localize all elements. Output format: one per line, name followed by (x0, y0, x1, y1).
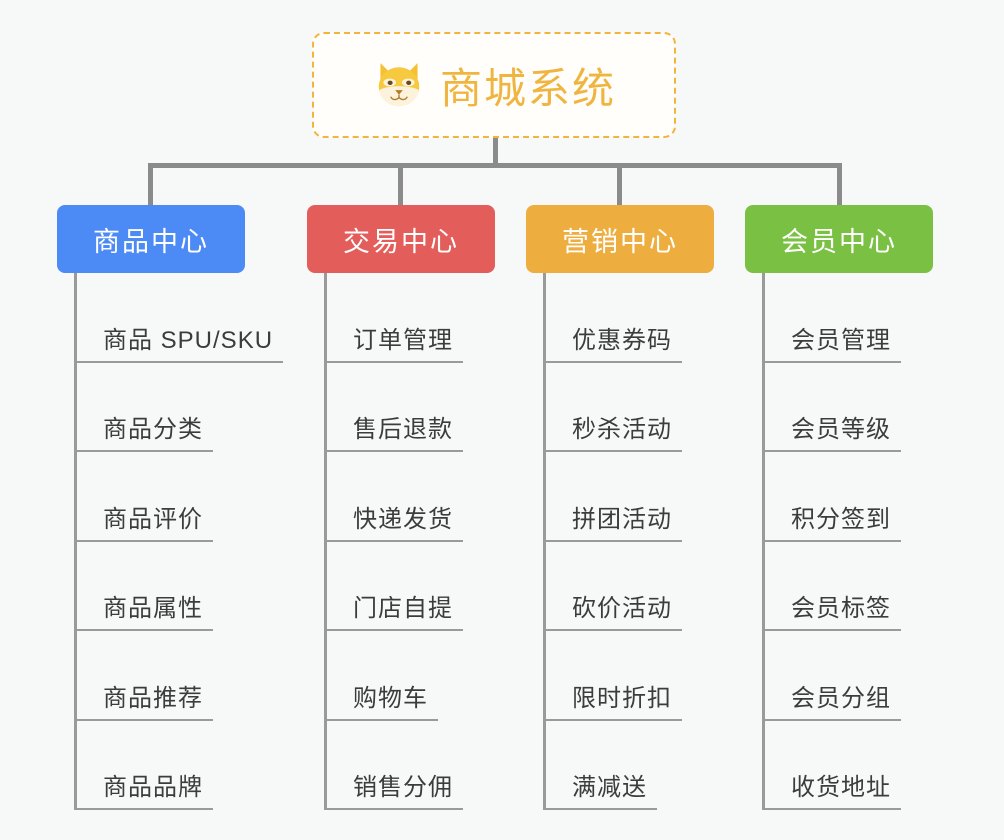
list-item[interactable]: 会员分组 (765, 631, 933, 721)
connector-drop-1 (398, 163, 403, 207)
column-items-marketing-center: 优惠券码 秒杀活动 拼团活动 砍价活动 限时折扣 满减送 (543, 273, 714, 810)
column-product-center: 商品中心 商品 SPU/SKU 商品分类 商品评价 商品属性 商品推荐 商品品牌 (57, 205, 284, 810)
connector-bus (148, 163, 842, 168)
list-item-label: 秒杀活动 (572, 416, 672, 443)
list-item-label: 销售分佣 (353, 774, 453, 801)
list-item[interactable]: 门店自提 (327, 542, 495, 631)
connector-drop-2 (617, 163, 622, 207)
list-item[interactable]: 购物车 (327, 631, 495, 721)
list-item[interactable]: 秒杀活动 (546, 363, 714, 452)
column-items-member-center: 会员管理 会员等级 积分签到 会员标签 会员分组 收货地址 (762, 273, 933, 810)
list-item[interactable]: 商品属性 (77, 542, 245, 631)
list-item-label: 商品分类 (103, 416, 203, 443)
connector-drop-0 (148, 163, 153, 207)
list-item[interactable]: 收货地址 (765, 721, 933, 810)
list-item-label: 商品推荐 (103, 684, 203, 712)
list-item[interactable]: 限时折扣 (546, 631, 714, 721)
list-item-label: 砍价活动 (572, 595, 672, 622)
list-item[interactable]: 商品评价 (77, 452, 245, 542)
list-item[interactable]: 会员标签 (765, 542, 933, 631)
shiba-inu-dog-face-icon (372, 58, 426, 112)
list-item-label: 商品 SPU/SKU (103, 326, 274, 354)
connector-stem (493, 138, 498, 165)
list-item[interactable]: 商品品牌 (77, 721, 245, 810)
list-item[interactable]: 砍价活动 (546, 542, 714, 631)
list-item-label: 会员等级 (791, 416, 891, 443)
connector-drop-3 (837, 163, 842, 207)
root-node-mall-system[interactable]: 商城系统 (312, 32, 676, 138)
column-member-center: 会员中心 会员管理 会员等级 积分签到 会员标签 会员分组 收货地址 (745, 205, 933, 810)
list-item-label: 购物车 (353, 684, 428, 712)
list-item-label: 满减送 (572, 774, 647, 801)
list-item[interactable]: 商品 SPU/SKU (77, 273, 284, 363)
list-item[interactable]: 订单管理 (327, 273, 495, 363)
list-item-label: 门店自提 (353, 595, 453, 622)
list-item-label: 拼团活动 (572, 505, 672, 533)
list-item[interactable]: 快递发货 (327, 452, 495, 542)
list-item-label: 售后退款 (353, 416, 453, 443)
column-items-product-center: 商品 SPU/SKU 商品分类 商品评价 商品属性 商品推荐 商品品牌 (74, 273, 284, 810)
column-items-trade-center: 订单管理 售后退款 快递发货 门店自提 购物车 销售分佣 (324, 273, 495, 810)
list-item-label: 优惠券码 (572, 326, 672, 354)
column-trade-center: 交易中心 订单管理 售后退款 快递发货 门店自提 购物车 销售分佣 (307, 205, 495, 810)
list-item[interactable]: 拼团活动 (546, 452, 714, 542)
list-item-label: 会员管理 (791, 326, 891, 354)
column-header-member-center[interactable]: 会员中心 (745, 205, 933, 273)
list-item-label: 会员分组 (791, 684, 891, 712)
list-item[interactable]: 积分签到 (765, 452, 933, 542)
list-item-label: 订单管理 (353, 326, 453, 354)
list-item[interactable]: 商品分类 (77, 363, 245, 452)
list-item[interactable]: 会员管理 (765, 273, 933, 363)
list-item-label: 限时折扣 (572, 684, 672, 712)
column-marketing-center: 营销中心 优惠券码 秒杀活动 拼团活动 砍价活动 限时折扣 满减送 (526, 205, 714, 810)
list-item[interactable]: 销售分佣 (327, 721, 495, 810)
list-item[interactable]: 售后退款 (327, 363, 495, 452)
list-item[interactable]: 商品推荐 (77, 631, 245, 721)
list-item[interactable]: 满减送 (546, 721, 714, 810)
root-title: 商城系统 (439, 64, 616, 112)
column-header-trade-center[interactable]: 交易中心 (307, 205, 495, 273)
column-header-product-center[interactable]: 商品中心 (57, 205, 245, 273)
list-item[interactable]: 会员等级 (765, 363, 933, 452)
list-item-label: 商品品牌 (103, 774, 203, 801)
list-item-label: 商品属性 (103, 595, 203, 622)
list-item-label: 商品评价 (103, 505, 203, 533)
list-item[interactable]: 优惠券码 (546, 273, 714, 363)
list-item-label: 快递发货 (353, 505, 453, 533)
column-header-marketing-center[interactable]: 营销中心 (526, 205, 714, 273)
list-item-label: 会员标签 (791, 595, 891, 622)
list-item-label: 收货地址 (791, 774, 891, 801)
list-item-label: 积分签到 (791, 505, 891, 533)
